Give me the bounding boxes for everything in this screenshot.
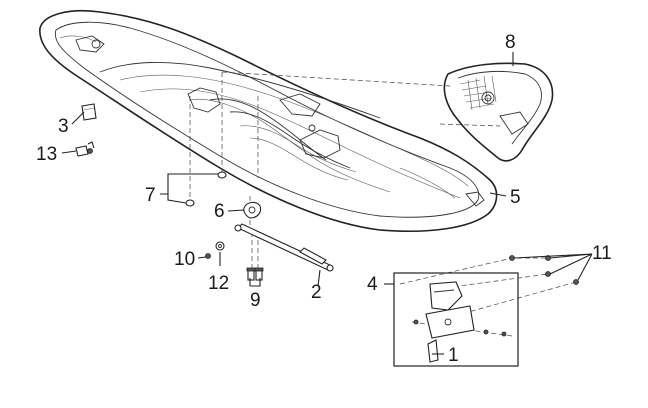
tail-cover-part [443, 62, 554, 162]
bolt-pair-parts [246, 267, 264, 281]
damper-bracket-part [243, 201, 262, 219]
callout-8: 8 [505, 32, 516, 53]
seat-body [39, 9, 498, 233]
callout-2: 2 [311, 282, 322, 303]
callout-9: 9 [250, 290, 261, 311]
leader-lines [61, 52, 593, 355]
callout-labels: 8 5 3 13 7 6 10 12 9 2 4 1 11 [36, 32, 612, 366]
washer-part [215, 241, 225, 251]
switch-part [75, 141, 95, 157]
callout-7: 7 [145, 185, 156, 206]
callout-12: 12 [208, 273, 229, 294]
callout-1: 1 [448, 345, 459, 366]
callout-10: 10 [174, 249, 195, 270]
callout-5: 5 [510, 187, 521, 208]
callout-13: 13 [36, 144, 57, 165]
callout-11: 11 [592, 243, 612, 264]
lock-assembly-box [393, 272, 519, 367]
callout-3: 3 [58, 116, 69, 137]
latch-bracket-part [81, 103, 97, 121]
gas-spring-part [234, 223, 334, 272]
callout-6: 6 [214, 201, 225, 222]
nut-part [205, 253, 211, 259]
callout-4: 4 [367, 274, 378, 295]
mount-screws-group [509, 255, 579, 285]
